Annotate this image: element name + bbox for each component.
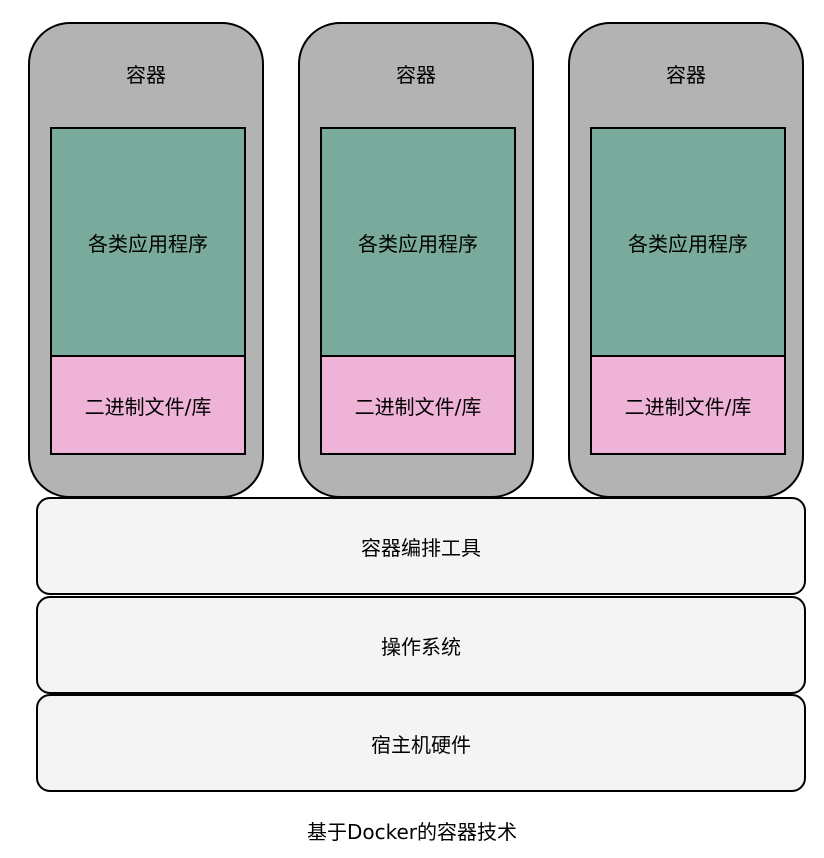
container-1: 容器 各类应用程序 二进制文件/库	[28, 22, 264, 498]
container-title: 容器	[126, 63, 166, 87]
os-layer: 操作系统	[36, 596, 806, 694]
applications-label: 各类应用程序	[88, 231, 208, 256]
os-label: 操作系统	[381, 634, 461, 659]
binaries-libraries-box: 二进制文件/库	[590, 355, 786, 455]
binaries-libraries-label: 二进制文件/库	[84, 394, 212, 419]
applications-label: 各类应用程序	[628, 231, 748, 256]
binaries-libraries-label: 二进制文件/库	[354, 394, 482, 419]
binaries-libraries-box: 二进制文件/库	[320, 355, 516, 455]
hardware-layer: 宿主机硬件	[36, 694, 806, 792]
hardware-label: 宿主机硬件	[371, 732, 471, 757]
applications-box: 各类应用程序	[50, 127, 246, 357]
diagram-caption: 基于Docker的容器技术	[306, 820, 518, 844]
container-title: 容器	[666, 63, 706, 87]
binaries-libraries-label: 二进制文件/库	[624, 394, 752, 419]
applications-box: 各类应用程序	[320, 127, 516, 357]
orchestration-layer: 容器编排工具	[36, 497, 806, 595]
binaries-libraries-box: 二进制文件/库	[50, 355, 246, 455]
container-3: 容器 各类应用程序 二进制文件/库	[568, 22, 804, 498]
applications-box: 各类应用程序	[590, 127, 786, 357]
container-2: 容器 各类应用程序 二进制文件/库	[298, 22, 534, 498]
applications-label: 各类应用程序	[358, 231, 478, 256]
container-title: 容器	[396, 63, 436, 87]
orchestration-label: 容器编排工具	[361, 535, 481, 560]
